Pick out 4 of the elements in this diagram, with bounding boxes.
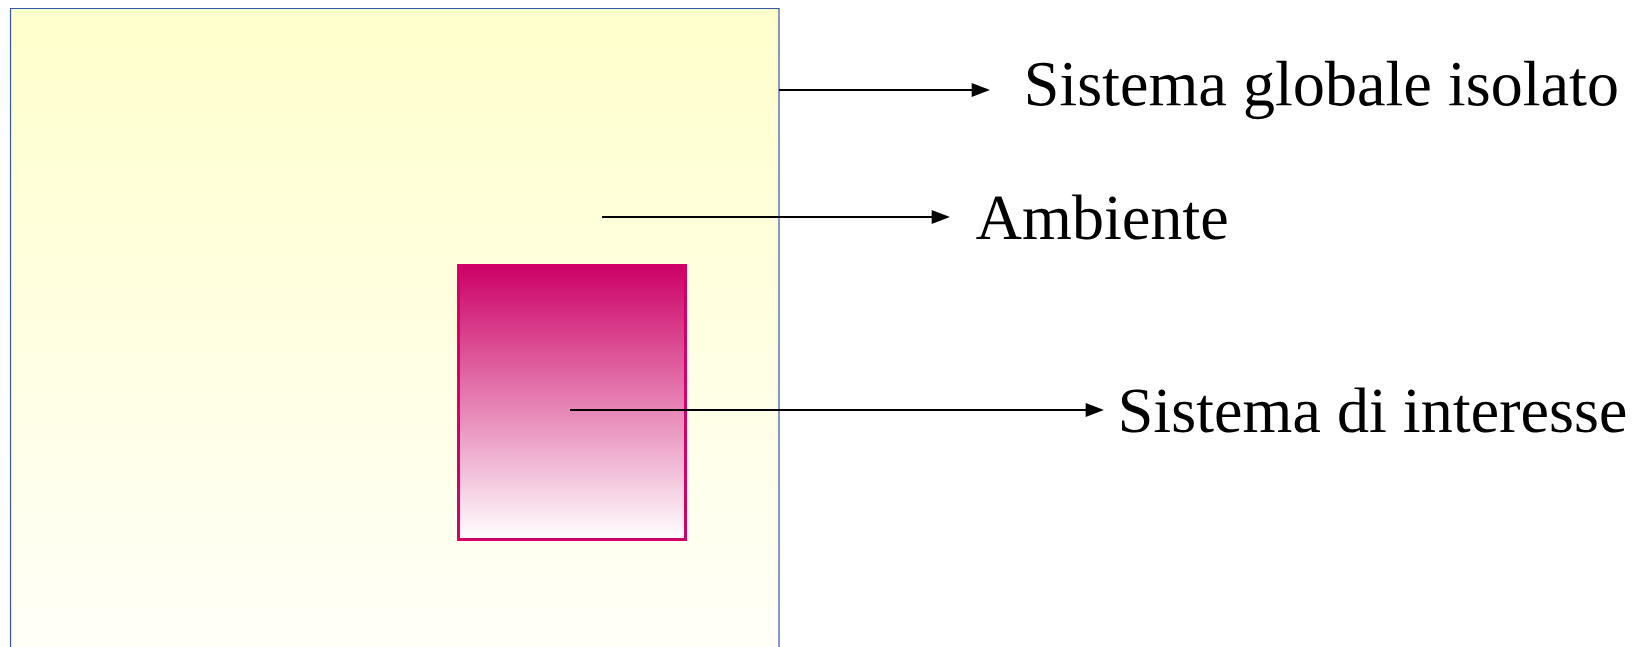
label-text: Sistema globale isolato xyxy=(1027,60,1617,120)
label-text: Sistema di interesse xyxy=(1121,387,1626,433)
label-text: Ambiente xyxy=(976,194,1227,240)
inner-box xyxy=(457,264,687,541)
